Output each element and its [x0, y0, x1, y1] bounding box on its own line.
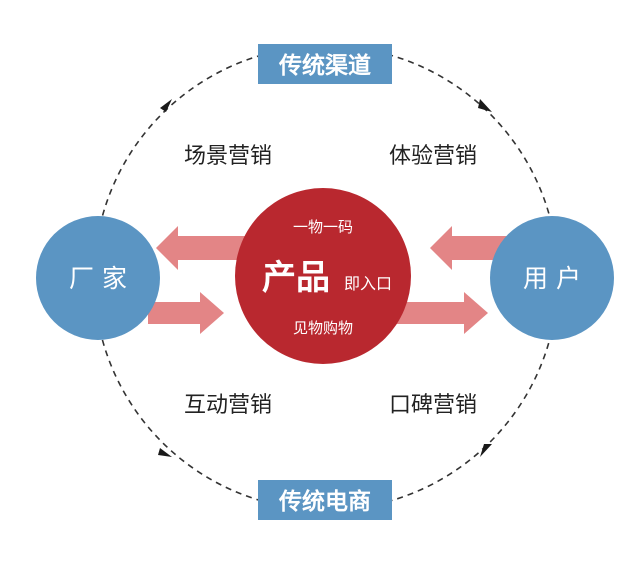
cycle-arrowheads [158, 99, 492, 457]
arrowhead-top-left [160, 99, 172, 112]
product-side-text: 即入口 [344, 274, 392, 293]
banner-bottom-label: 传统电商 [278, 488, 371, 515]
marketing-bottom-left: 互动营销 [184, 393, 272, 418]
marketing-top-right: 体验营销 [389, 144, 477, 169]
product-title: 产品 [262, 258, 330, 298]
product-top-text: 一物一码 [293, 218, 353, 236]
node-product: 一物一码 产品 即入口 见物购物 [235, 188, 411, 364]
arrowhead-top-right [478, 99, 492, 112]
arrow-factory-to-center [148, 292, 224, 334]
node-factory: 厂 家 [36, 216, 160, 340]
marketing-bottom-right: 口碑营销 [389, 393, 477, 418]
arrowhead-bottom-right [480, 444, 492, 457]
arrow-center-to-user [388, 292, 488, 334]
node-user: 用 户 [490, 216, 614, 340]
banner-top: 传统渠道 [258, 44, 392, 84]
marketing-top-left: 场景营销 [184, 144, 272, 169]
node-factory-label: 厂 家 [69, 264, 127, 293]
arrowhead-bottom-left [158, 448, 172, 457]
product-bottom-text: 见物购物 [293, 319, 353, 337]
arrow-center-to-factory [156, 226, 256, 270]
banner-bottom: 传统电商 [258, 480, 392, 520]
banner-top-label: 传统渠道 [278, 52, 371, 79]
flow-arrows [148, 226, 520, 334]
node-user-label: 用 户 [523, 264, 581, 293]
